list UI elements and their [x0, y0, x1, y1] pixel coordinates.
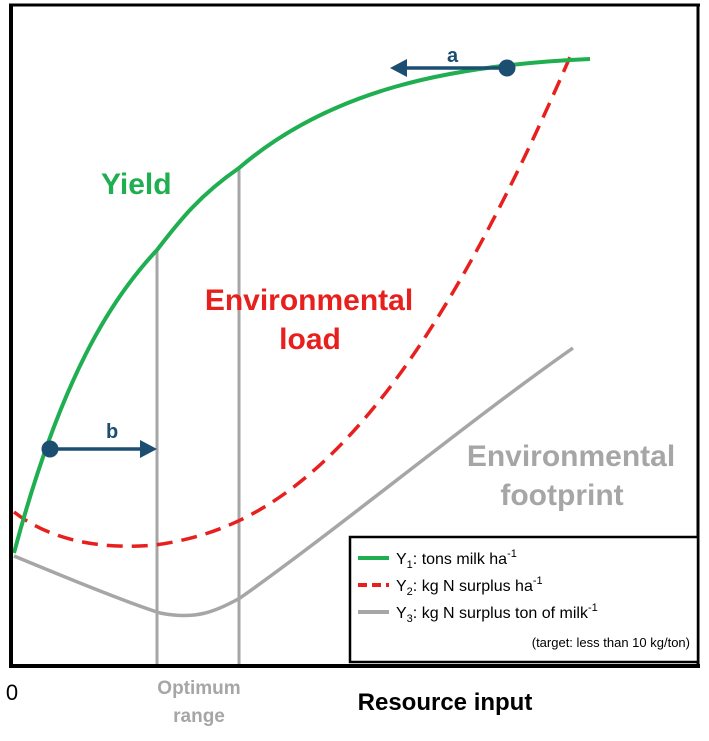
legend-item-y2: Y2: kg N surplus ha-1 — [396, 575, 543, 598]
environmental-load-label-line1: Environmental — [205, 284, 413, 317]
environmental-footprint-label-line1: Environmental — [467, 440, 675, 473]
x-axis-label: Resource input — [358, 689, 533, 716]
arrow-a-label: a — [447, 45, 459, 67]
environmental-load-curve — [12, 49, 575, 548]
legend-item-y3: Y3: kg N surplus ton of milk-1 — [396, 602, 598, 625]
arrow-a-dot — [498, 59, 516, 77]
environmental-load-label-line2: load — [279, 323, 341, 356]
optimum-label-line2: range — [173, 706, 225, 727]
arrow-b-dot — [41, 440, 59, 458]
legend-item-y1: Y1: tons milk ha-1 — [396, 548, 517, 571]
environmental-footprint-label-line2: footprint — [500, 479, 623, 512]
optimum-label-line1: Optimum — [157, 678, 240, 699]
origin-label: 0 — [6, 680, 18, 705]
legend-note: (target: less than 10 kg/ton) — [532, 635, 690, 650]
arrow-a-head — [390, 59, 407, 77]
arrow-b-label: b — [106, 421, 118, 443]
environmental-footprint-curve — [13, 346, 575, 618]
legend-box — [348, 535, 700, 664]
yield-label: Yield — [101, 168, 172, 201]
yield-curve — [12, 57, 591, 554]
arrow-b-head — [140, 440, 157, 458]
legend: Y1: tons milk ha-1 Y2: kg N surplus ha-1… — [348, 535, 700, 664]
